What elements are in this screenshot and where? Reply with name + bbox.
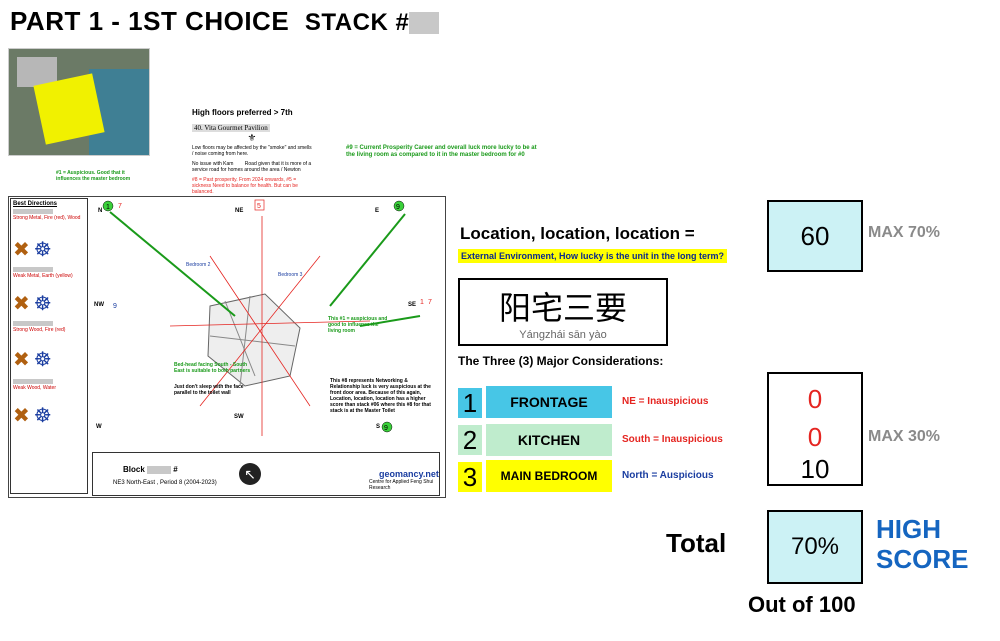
- direction-cross-icon: ✖: [13, 348, 30, 371]
- out-of-label: Out of 100: [748, 592, 856, 617]
- note-living-room: This #1 = auspicious and good to influen…: [328, 316, 388, 334]
- best-dir-entry: Strong Wood, Fire (red): [13, 321, 85, 333]
- aerial-site-image: [8, 48, 150, 156]
- consideration-label: KITCHEN: [486, 424, 612, 456]
- sector-e-label: E: [375, 208, 379, 214]
- star-number: 1: [106, 204, 110, 211]
- direction-icons-row: ✖ ☸: [13, 397, 85, 433]
- block-sub: NE3 North-East , Period 8 (2004-2023): [113, 480, 217, 486]
- consideration-note: NE = Inauspicious: [622, 396, 709, 407]
- verdict-line-2: SCORE: [876, 544, 969, 574]
- svg-text:9: 9: [384, 425, 388, 432]
- location-score-box: 60: [767, 200, 863, 272]
- score-bedroom: 10: [800, 454, 830, 484]
- sector-w-label: W: [96, 424, 102, 430]
- verdict: HIGH SCORE: [876, 514, 968, 574]
- direction-icons-row: ✖ ☸: [13, 285, 85, 321]
- best-dir-entry: Strong Metal, Fire (red), Wood: [13, 209, 85, 221]
- bedroom-label: Bedroom 3: [278, 272, 303, 278]
- total-score-box: 70%: [767, 510, 863, 584]
- total-label: Total: [666, 528, 727, 558]
- sector-sw-label: SW: [234, 414, 244, 420]
- consideration-label: MAIN BEDROOM: [486, 460, 612, 492]
- consideration-number: 2: [458, 425, 482, 455]
- floor-plan-frame: [8, 196, 446, 498]
- svg-text:9: 9: [396, 204, 400, 211]
- note-past-prosperity: #8 = Past prosperity. From 2024 onwards,…: [192, 177, 298, 195]
- sector-se-label: SE: [408, 302, 416, 308]
- north-arrow-icon: ↖: [239, 463, 261, 485]
- sector-ne-label: NE: [235, 208, 243, 214]
- considerations-heading: The Three (3) Major Considerations:: [458, 354, 664, 368]
- considerations-max: MAX 30%: [868, 428, 941, 445]
- yangzhai-pinyin: Yángzhái sān yào: [519, 329, 607, 341]
- geomancy-logo: geomancy.net Centre for Applied Feng Shu…: [365, 459, 439, 491]
- direction-cross-icon: ✖: [13, 238, 30, 261]
- sector-nw-label: NW: [94, 302, 104, 308]
- best-directions-title: Best Directions: [13, 201, 58, 207]
- note-bed-head: Bed-head facing South - South East is su…: [174, 362, 251, 374]
- page-title: PART 1 - 1ST CHOICE STACK #: [10, 6, 440, 37]
- note-bed-wall: Just don't sleep with the face parallel …: [174, 384, 244, 396]
- block-hash: #: [173, 465, 178, 474]
- logo-sub: Centre for Applied Feng Shui Research: [369, 479, 434, 491]
- direction-cross-icon: ✖: [13, 404, 30, 427]
- direction-icons-row: ✖ ☸: [13, 339, 85, 379]
- direction-icons-row: ✖ ☸: [13, 231, 85, 267]
- note-networking: This #8 represents Networking & Relation…: [330, 378, 431, 414]
- star-circle: [102, 200, 114, 212]
- star-circle: [393, 200, 405, 212]
- location-title: Location, location, location =: [460, 224, 695, 243]
- block-line: Block #: [123, 465, 178, 474]
- redacted-box: [147, 465, 172, 474]
- pavilion-note-2: No issue with Kam Road given that it is …: [192, 161, 312, 173]
- star-circle: [381, 421, 393, 433]
- svg-text:9: 9: [113, 303, 117, 310]
- direction-compass-icon: ☸: [33, 292, 52, 315]
- stack-label: STACK #: [304, 9, 410, 36]
- svg-text:7: 7: [118, 203, 122, 210]
- logo-text: geomancy.net: [379, 469, 439, 479]
- pavilion-name: 40. Vita Gourmet Pavilion: [192, 124, 270, 132]
- direction-cross-icon: ✖: [13, 292, 30, 315]
- svg-text:1: 1: [420, 299, 424, 306]
- sector-n-label: N: [98, 208, 102, 214]
- aerial-building-highlight: [33, 73, 105, 145]
- considerations-score-box: 0 0 10: [767, 372, 863, 486]
- floor-plan-diagram: N NE E NW SE W SW S 1 7 5 9 1 7 9 9: [94, 199, 432, 436]
- best-directions-panel: Best Directions Strong Metal, Fire (red)…: [10, 198, 88, 494]
- block-info-box: Block # NE3 North-East , Period 8 (2004-…: [92, 452, 440, 496]
- title-text: PART 1 - 1ST CHOICE: [10, 6, 290, 36]
- svg-text:5: 5: [257, 203, 261, 210]
- score-frontage: 0: [807, 384, 823, 414]
- location-subtitle: External Environment, How lucky is the u…: [458, 249, 728, 263]
- yangzhai-chinese: 阳宅三要: [498, 289, 627, 327]
- best-dir-entry: Weak Wood, Water: [13, 379, 85, 391]
- direction-compass-icon: ☸: [33, 238, 52, 261]
- note-current-prosperity: #9 = Current Prosperity Career and overa…: [346, 145, 537, 158]
- consideration-note: South = Inauspicious: [622, 434, 723, 445]
- consideration-number: 3: [458, 462, 482, 492]
- pavilion-block: High floors preferred > 7th 40. Vita Gou…: [192, 108, 312, 195]
- pavilion-heading: High floors preferred > 7th: [192, 108, 293, 117]
- consideration-note: North = Auspicious: [622, 470, 714, 481]
- best-dir-entry: Weak Metal, Earth (yellow): [13, 267, 85, 279]
- block-label: Block: [123, 465, 145, 474]
- location-max: MAX 70%: [868, 224, 941, 241]
- direction-compass-icon: ☸: [33, 348, 52, 371]
- direction-compass-icon: ☸: [33, 404, 52, 427]
- redacted-box: [409, 12, 440, 35]
- pavilion-icon: ⚜: [247, 133, 257, 144]
- score-kitchen: 0: [807, 422, 823, 452]
- consideration-number: 1: [458, 388, 482, 418]
- bedroom-label: Bedroom 2: [186, 262, 211, 268]
- note-auspicious-1: #1 = Auspicious. Good that it influences…: [56, 170, 131, 182]
- svg-text:7: 7: [428, 299, 432, 306]
- consideration-label: FRONTAGE: [486, 386, 612, 418]
- verdict-line-1: HIGH: [876, 514, 941, 544]
- sector-s-label: S: [376, 424, 380, 430]
- yangzhai-box: 阳宅三要 Yángzhái sān yào: [458, 278, 668, 346]
- pavilion-note-1: Low floors may be affected by the "smoke…: [192, 145, 312, 157]
